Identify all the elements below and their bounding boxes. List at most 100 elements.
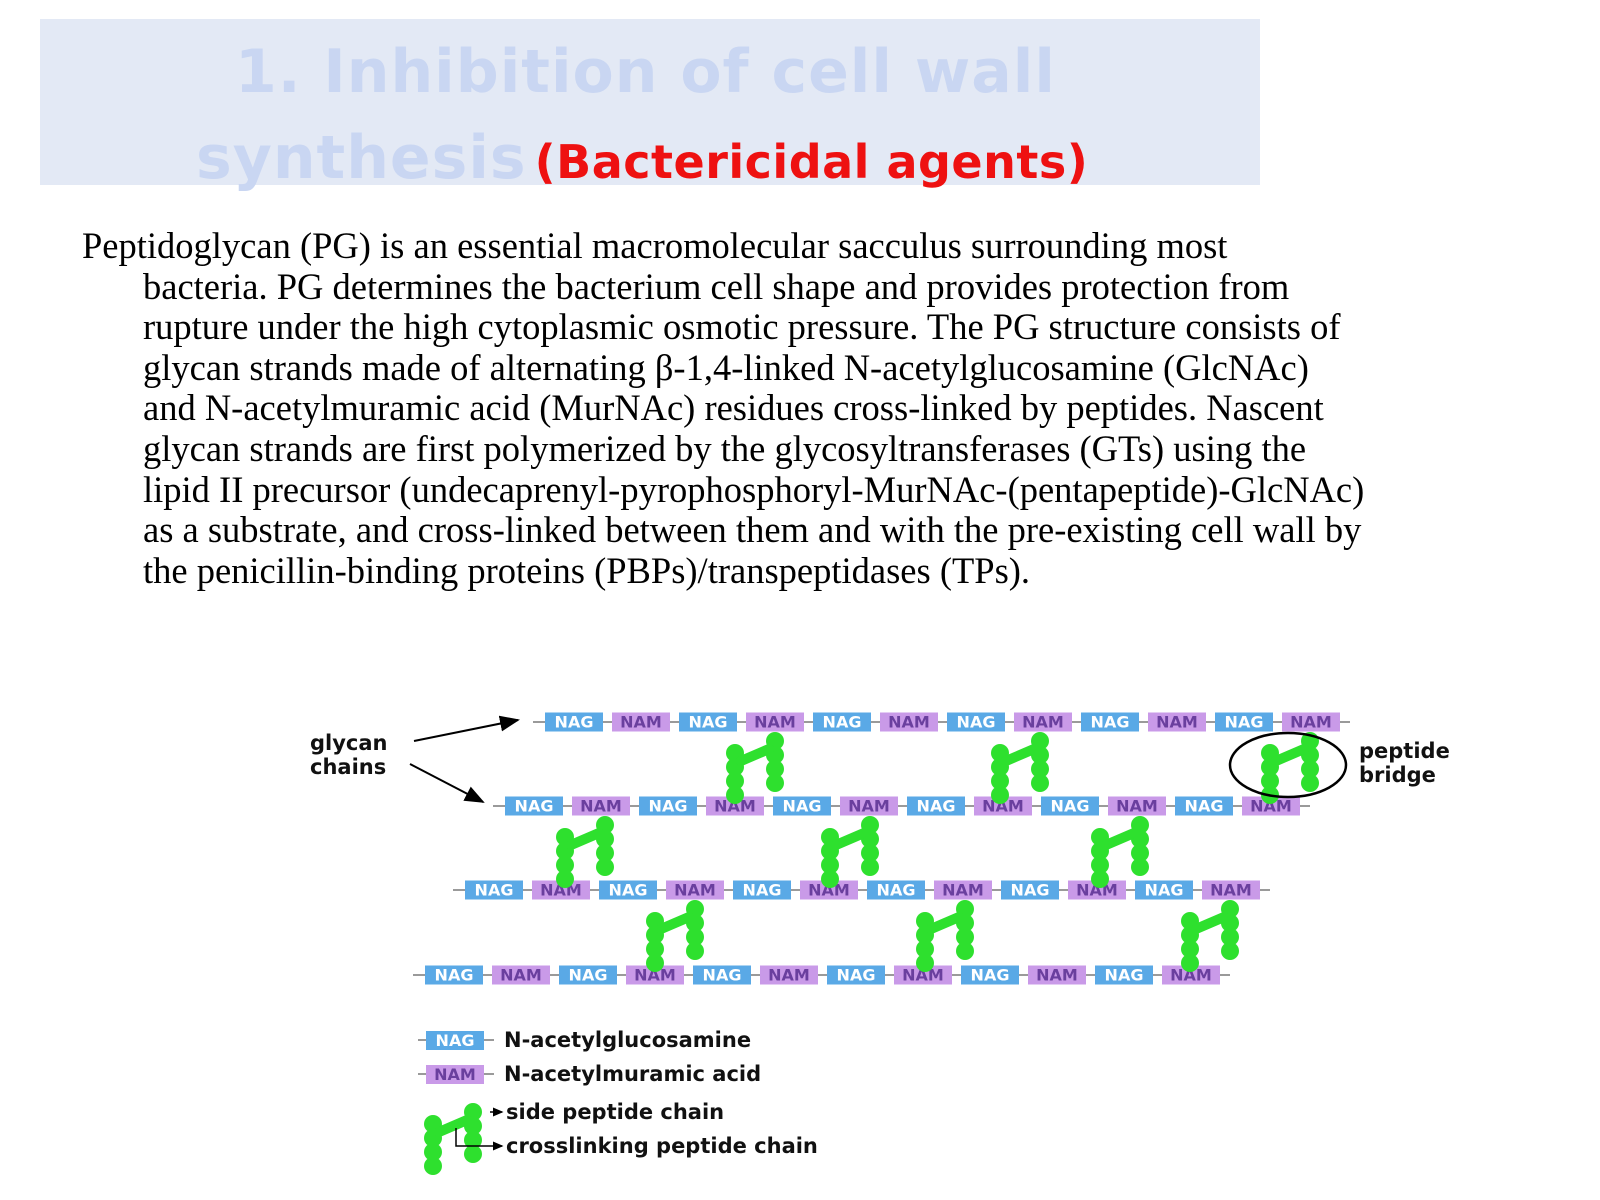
nag-unit: NAG [505,796,563,816]
nam-unit-text: NAM [942,881,984,900]
nag-unit-text: NAG [783,797,822,816]
nam-unit-text: NAM [1250,797,1292,816]
peptide-bridge-link [831,828,869,850]
peptide-bead [1261,772,1279,790]
peptide-crosslink-4 [556,816,614,888]
nag-unit-text: NAG [689,713,728,732]
legend-nam-label: N-acetylmuramic acid [504,1062,761,1086]
nag-unit-text: NAG [957,713,996,732]
nag-unit-box [1135,880,1193,900]
peptide-bridge-circle [1228,731,1348,799]
nag-unit-text: NAG [1185,797,1224,816]
nam-unit-box [1148,712,1206,732]
nag-unit: NAG [733,880,791,900]
nag-unit: NAG [639,796,697,816]
peptide-bridge-link [1191,912,1229,934]
peptide-bead [1091,856,1109,874]
nam-unit: NAM [894,965,952,985]
nag-unit: NAG [1001,880,1059,900]
glycan-arrow-upper [413,715,520,742]
nam-unit: NAM [1068,880,1126,900]
peptide-crosslink-6 [1091,816,1149,888]
nam-unit-text: NAM [902,966,944,985]
nam-unit-box [1068,880,1126,900]
peptide-crosslinks [556,732,1319,972]
peptide-bead [1181,940,1199,958]
nag-unit-text: NAG [743,881,782,900]
peptide-bridge-label-line1: peptide [1359,739,1450,763]
peptide-bead [646,940,664,958]
nag-unit: NAG [559,965,617,985]
nam-unit: NAM [612,712,670,732]
nag-unit: NAG [545,712,603,732]
nam-unit-box [746,712,804,732]
nam-unit: NAM [666,880,724,900]
nam-unit-box [1242,796,1300,816]
nag-unit-text: NAG [1145,881,1184,900]
nam-unit-box [1108,796,1166,816]
peptide-bead [956,928,974,946]
body-paragraph: Peptidoglycan (PG) is an essential macro… [82,225,1562,591]
peptide-bead [646,954,664,972]
slide-subtitle: (Bactericidal agents) [534,135,1089,189]
paragraph-line: bacteria. PG determines the bacterium ce… [143,265,1290,307]
legend-nag-unit-text: NAG [436,1031,475,1050]
paragraph-line: lipid II precursor (undecaprenyl-pyropho… [143,468,1365,510]
nag-unit: NAG [465,880,523,900]
peptide-bead [956,942,974,960]
peptide-crosslink-1 [726,732,784,804]
nam-unit-text: NAM [674,881,716,900]
nam-unit: NAM [626,965,684,985]
nam-unit: NAM [1014,712,1072,732]
nam-unit: NAM [760,965,818,985]
nag-unit-box [827,965,885,985]
peptide-crosslink-8 [916,900,974,972]
nag-unit-text: NAG [515,797,554,816]
nag-unit: NAG [773,796,831,816]
legend-nag-unit-box [426,1031,484,1050]
nag-unit-text: NAG [837,966,876,985]
nam-unit-text: NAM [634,966,676,985]
peptide-bead [766,760,784,778]
nam-unit-text: NAM [848,797,890,816]
nag-unit-text: NAG [1105,966,1144,985]
nam-unit: NAM [572,796,630,816]
peptide-bead [726,772,744,790]
nag-unit-text: NAG [609,881,648,900]
nag-unit: NAG [907,796,965,816]
legend-peptide-icon [424,1103,482,1175]
peptide-bead [1031,760,1049,778]
nam-unit: NAM [1108,796,1166,816]
nam-unit: NAM [1162,965,1220,985]
nam-unit-box [532,880,590,900]
nag-unit-box [1001,880,1059,900]
peptide-bead [1221,942,1239,960]
legend-nam-unit-box [426,1065,484,1084]
nag-unit: NAG [867,880,925,900]
legend-crosslink-label: crosslinking peptide chain [506,1134,818,1158]
nam-unit-box [492,965,550,985]
nag-unit-box [773,796,831,816]
nam-unit-box [1014,712,1072,732]
peptide-crosslink-5 [821,816,879,888]
legend-nam-unit: NAM [426,1065,484,1084]
nag-unit: NAG [1041,796,1099,816]
nam-unit: NAM [880,712,938,732]
nag-unit-text: NAG [823,713,862,732]
legend: NAG N-acetylglucosamine NAM N-acetylmura… [418,1028,818,1175]
nag-unit-box [1095,965,1153,985]
peptide-bead [991,786,1009,804]
legend-nag-swatch: NAG [418,1031,494,1050]
nam-unit-box [612,712,670,732]
nag-unit: NAG [961,965,1019,985]
nag-unit-box [599,880,657,900]
nam-unit-box [894,965,952,985]
nag-unit-text: NAG [1091,713,1130,732]
nam-unit-box [572,796,630,816]
legend-peptide-shape [424,1103,482,1175]
nag-unit-box [559,965,617,985]
peptide-crosslink-2 [991,732,1049,804]
paragraph-line: glycan strands made of alternating β-1,4… [143,346,1309,388]
